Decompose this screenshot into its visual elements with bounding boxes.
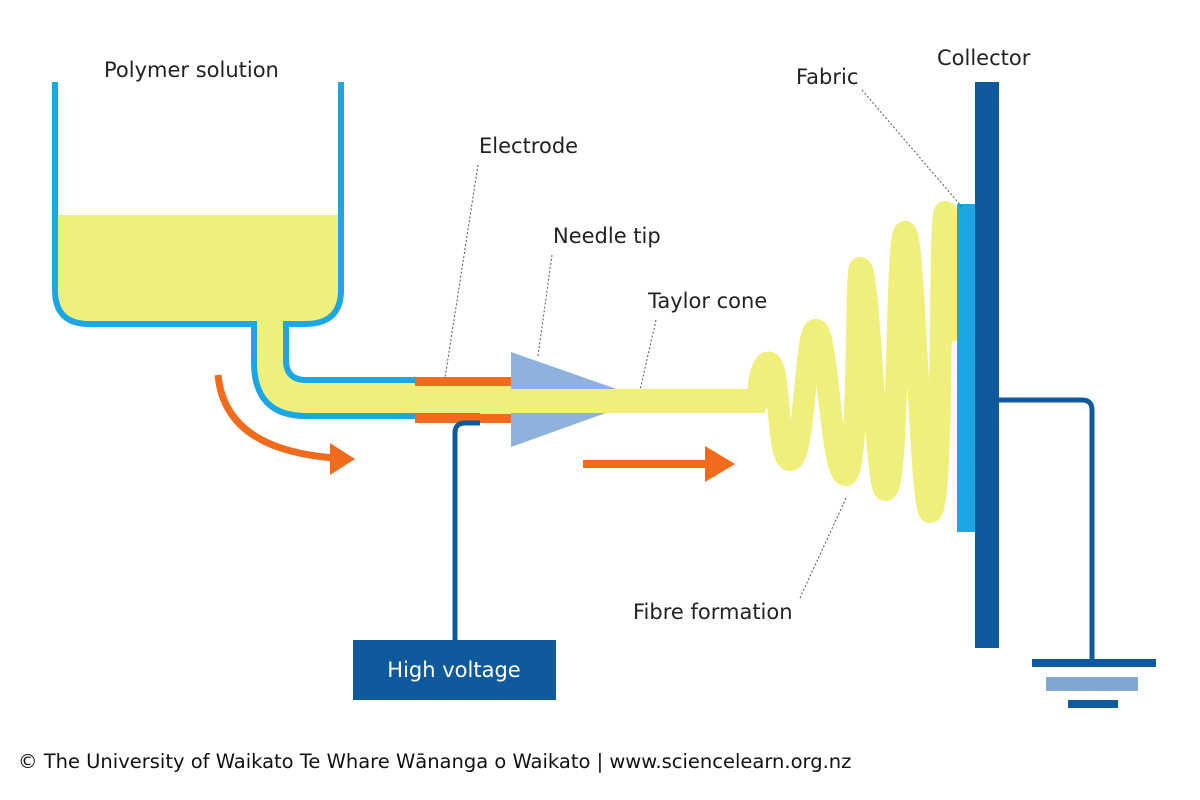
collector-label: Collector <box>937 46 1031 70</box>
leader-lines <box>444 89 963 599</box>
fibre-formation-spiral <box>747 200 966 524</box>
collector <box>975 82 999 648</box>
fibre-formation-leader <box>799 495 848 599</box>
feed-pipe-fill <box>254 318 520 414</box>
fabric-label: Fabric <box>796 65 858 89</box>
fibre-formation-label: Fibre formation <box>633 600 793 624</box>
fluid-jet <box>480 389 765 413</box>
fabric <box>957 204 977 532</box>
polymer-container-right-wall <box>283 82 480 383</box>
ground-icon <box>1032 659 1156 708</box>
arrow-right-icon <box>214 374 355 475</box>
electrode-bottom <box>415 414 513 423</box>
polymer-solution-label: Polymer solution <box>104 58 279 82</box>
arrow-right-icon <box>583 446 735 482</box>
electrode-label: Electrode <box>479 134 578 158</box>
ground-wire <box>999 397 1095 660</box>
high-voltage-wire <box>452 420 480 645</box>
electrode-top <box>415 377 513 386</box>
polymer-solution-liquid <box>57 215 339 322</box>
high-voltage-box <box>353 640 556 700</box>
needle-tip-leader <box>537 254 553 357</box>
taylor-cone-label: Taylor cone <box>647 289 767 313</box>
high-voltage-label: High voltage <box>387 658 520 682</box>
fabric-leader <box>861 89 963 208</box>
polymer-container <box>52 82 480 419</box>
needle-tip-label: Needle tip <box>553 224 661 248</box>
taylor-cone-leader <box>639 319 657 391</box>
credit-line: © The University of Waikato Te Whare Wān… <box>18 750 851 773</box>
electrode-leader <box>444 164 479 379</box>
